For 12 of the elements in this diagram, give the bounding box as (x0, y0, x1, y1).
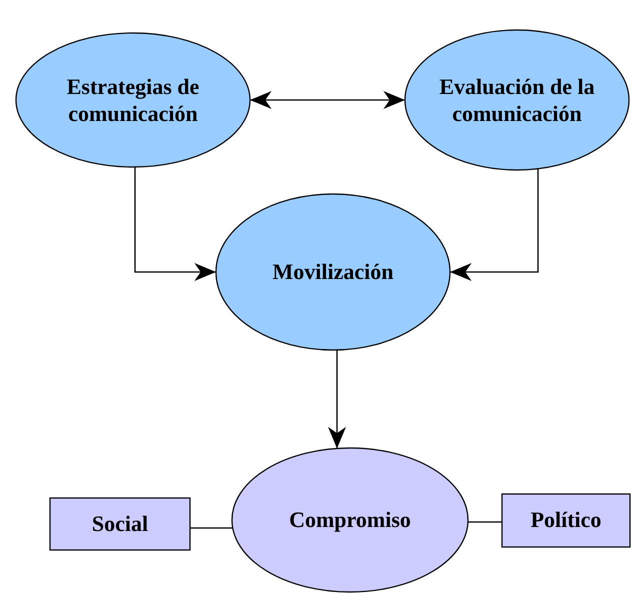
arrow (450, 168, 539, 281)
connector-line (190, 527, 233, 529)
arrow (328, 350, 346, 448)
node-label: Evaluación de la comunicación (438, 72, 596, 128)
node-label: Social (92, 510, 148, 538)
node-label: Político (530, 506, 602, 534)
arrow (250, 91, 405, 109)
arrow (134, 167, 216, 281)
node-label: Estrategias de comunicación (66, 72, 200, 128)
node-label: Compromiso (289, 506, 411, 534)
node-label: Movilización (272, 258, 394, 286)
connector-line (468, 521, 502, 523)
